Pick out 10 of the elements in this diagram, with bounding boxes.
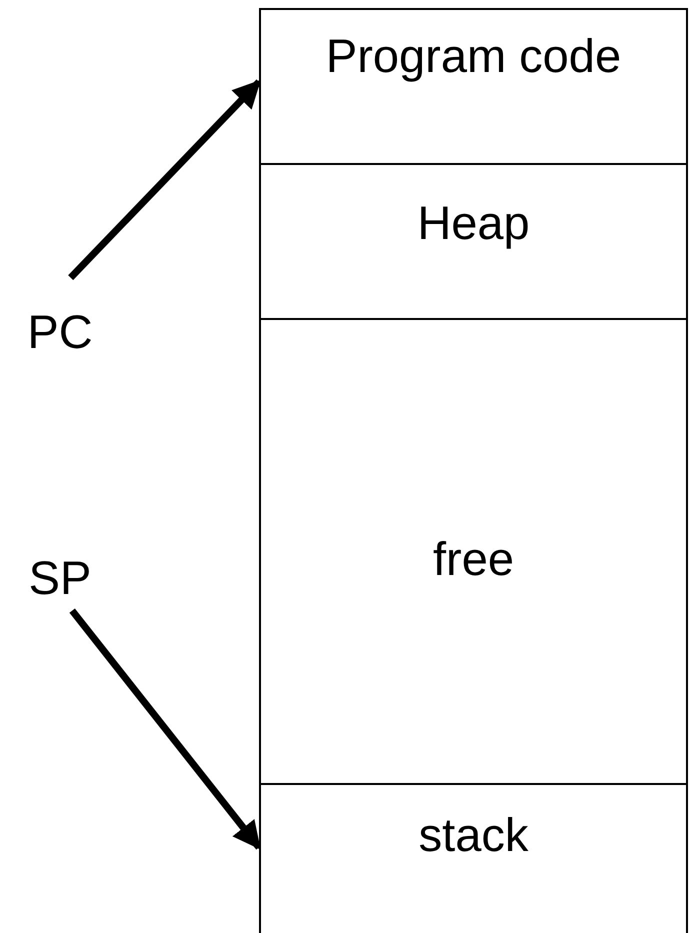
segment-label: free bbox=[433, 531, 514, 586]
register-label: PC bbox=[27, 304, 93, 358]
memory-segment bbox=[259, 783, 688, 933]
register-label: SP bbox=[28, 550, 92, 604]
memory-segment bbox=[259, 8, 688, 165]
segment-label: Program code bbox=[326, 28, 622, 83]
memory-segment bbox=[259, 163, 688, 320]
memory-segment bbox=[259, 318, 688, 785]
segment-label: stack bbox=[418, 807, 528, 862]
segment-label: Heap bbox=[417, 195, 530, 250]
